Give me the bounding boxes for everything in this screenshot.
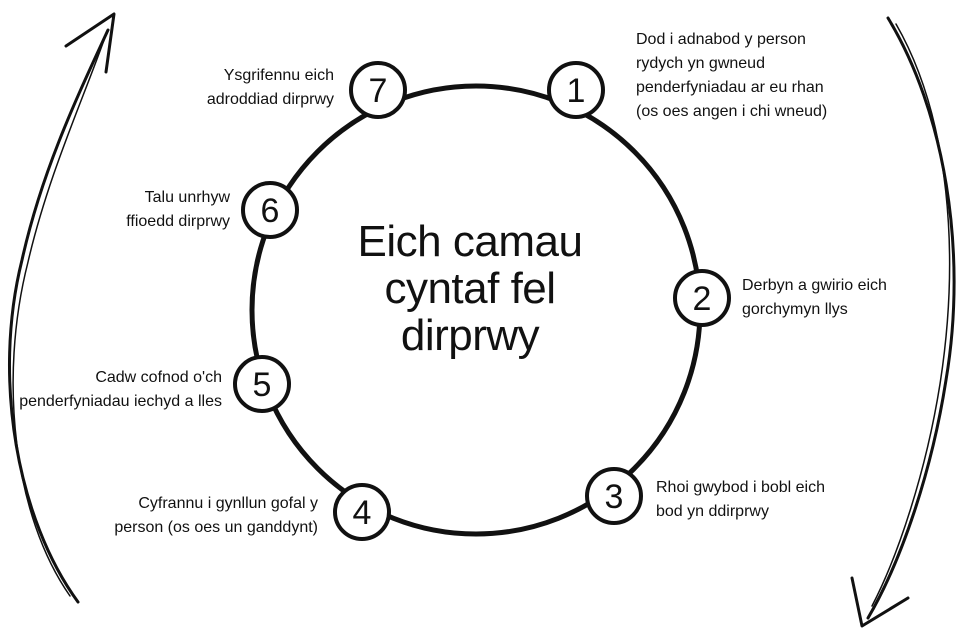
step-4-label: Cyfrannu i gynllun gofal y person (os oe…	[114, 495, 318, 536]
step-1-label: Dod i adnabod y person rydych yn gwneud …	[636, 31, 828, 120]
step-2-label: Derbyn a gwirio eich gorchymyn llys	[742, 277, 887, 318]
right-cycle-arrow	[866, 16, 956, 620]
step-6-node: 6	[241, 181, 299, 239]
right-cycle-arrow-tail	[871, 23, 951, 607]
step-3-label: Rhoi gwybod i bobl eich bod yn ddirprwy	[656, 479, 825, 520]
step-6-number: 6	[261, 192, 280, 230]
right-arrowhead-icon	[850, 576, 910, 628]
step-5-number: 5	[253, 366, 272, 404]
step-7-circle	[349, 61, 407, 119]
step-5-circle	[233, 355, 291, 413]
step-3-circle	[585, 467, 643, 525]
step-7-label: Ysgrifennu eich adroddiad dirprwy	[206, 67, 334, 108]
left-cycle-arrow-tail	[12, 39, 105, 597]
step-2-number: 2	[693, 280, 712, 318]
step-4-circle	[333, 483, 391, 541]
step-5-node: 5	[233, 355, 291, 413]
diagram-title: Eich camau cyntaf fel dirprwy	[300, 218, 640, 359]
step-3-number: 3	[605, 478, 624, 516]
step-1-node: 1	[547, 61, 605, 119]
left-cycle-arrow	[8, 28, 110, 604]
step-5-label: Cadw cofnod o'ch penderfyniadau iechyd a…	[19, 369, 222, 410]
step-7-node: 7	[349, 61, 407, 119]
step-1-circle	[547, 61, 605, 119]
step-1-number: 1	[567, 72, 586, 110]
step-4-number: 4	[353, 494, 372, 532]
step-2-circle	[673, 269, 731, 327]
step-3-node: 3	[585, 467, 643, 525]
title-line-1: Eich camau	[357, 217, 583, 266]
step-4-node: 4	[333, 483, 391, 541]
step-7-number: 7	[369, 72, 388, 110]
title-line-2: cyntaf fel	[384, 264, 556, 313]
left-arrowhead-icon	[64, 12, 116, 74]
title-line-3: dirprwy	[400, 311, 540, 360]
step-6-circle	[241, 181, 299, 239]
step-2-node: 2	[673, 269, 731, 327]
step-6-label: Talu unrhyw ffioedd dirprwy	[126, 189, 230, 230]
